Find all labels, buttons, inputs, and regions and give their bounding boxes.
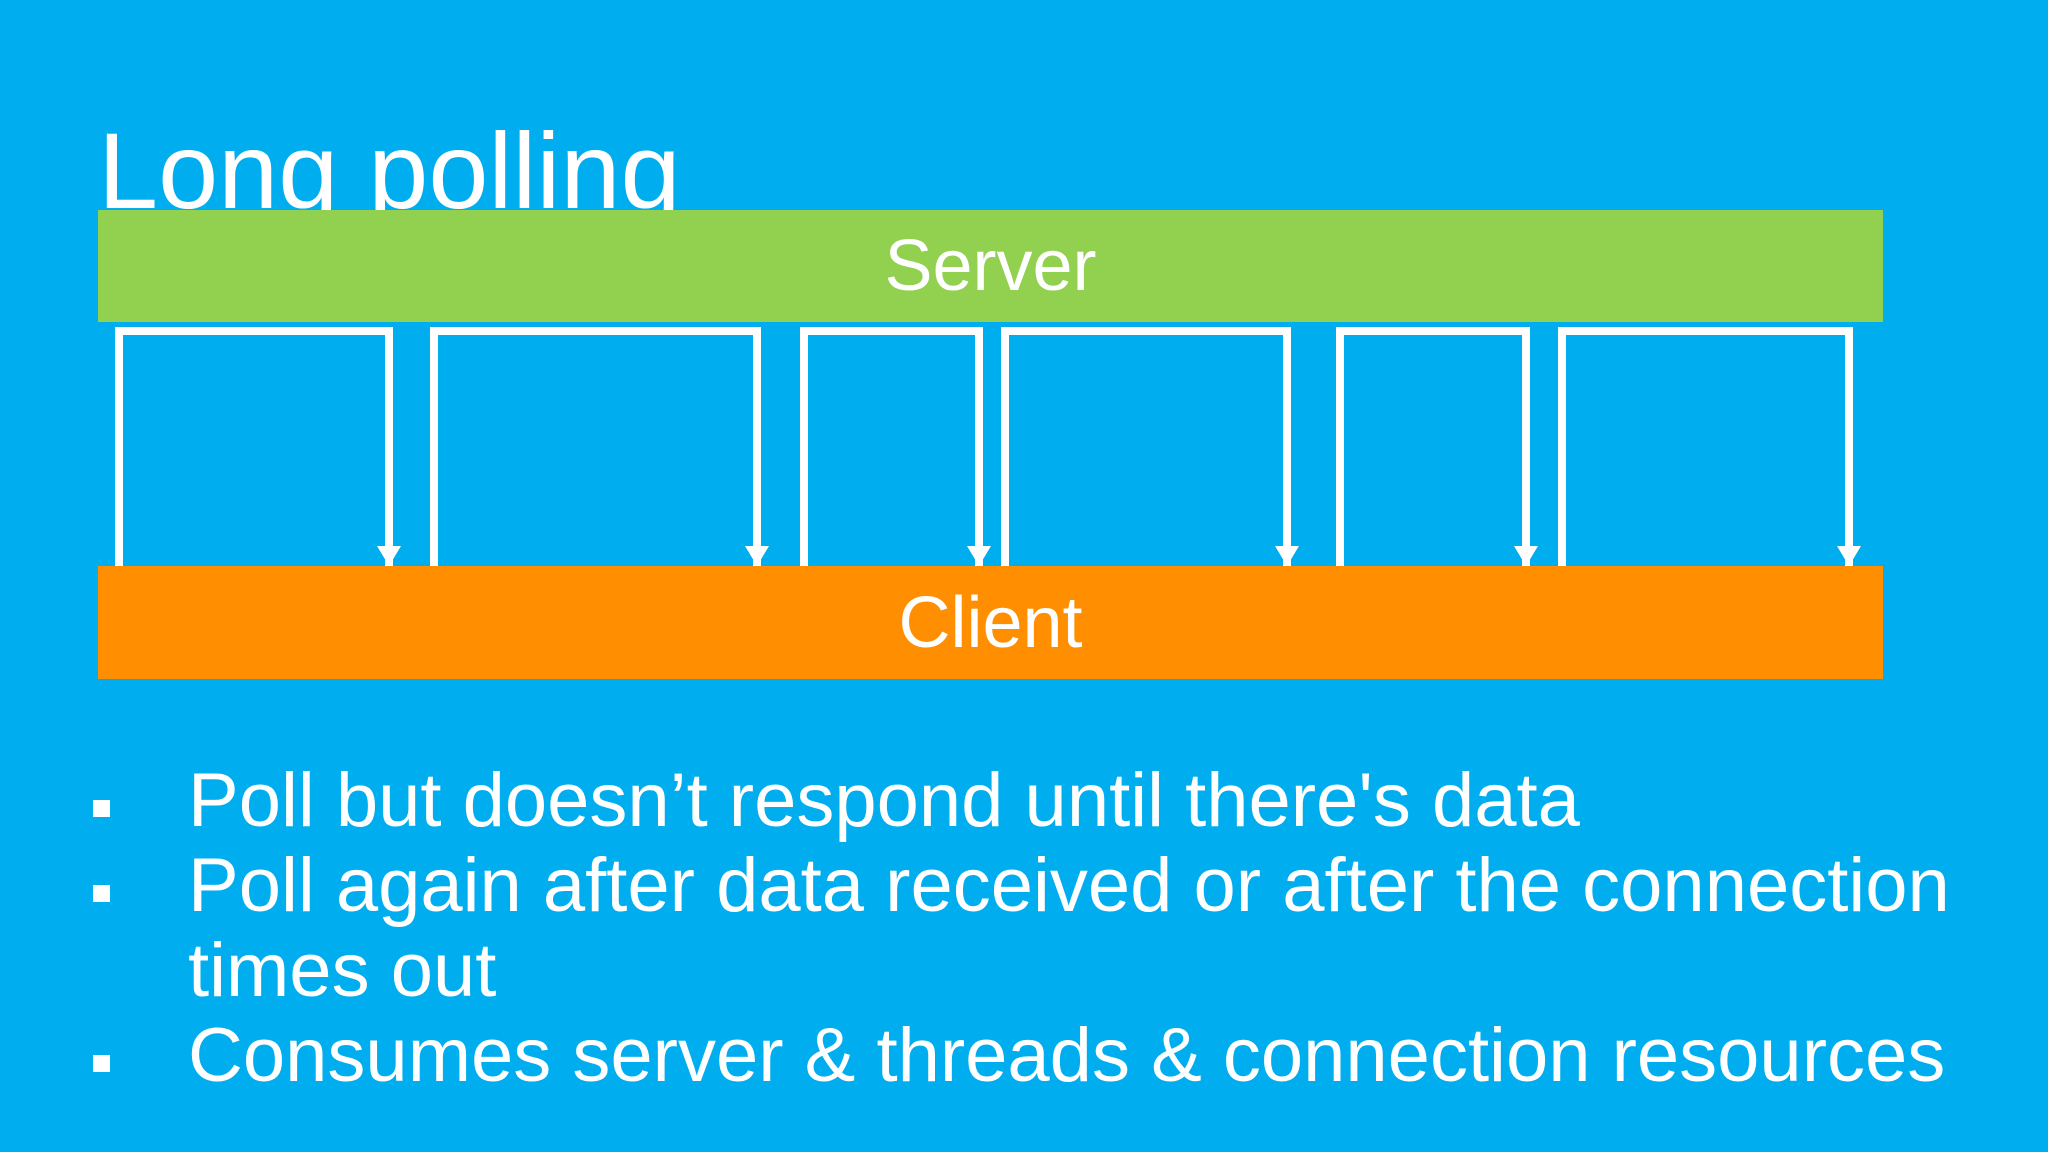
bullet-text: Consumes server & threads & connection r… [188, 1013, 1946, 1098]
client-bar-label: Client [898, 582, 1083, 663]
bullet-list: Poll but doesn’t respond until there's d… [93, 758, 1983, 1098]
bullet-text: Poll but doesn’t respond until there's d… [188, 758, 1580, 843]
server-bar: Server [98, 210, 1883, 322]
bullet-text: Poll again after data received or after … [188, 843, 1950, 928]
list-item: Poll but doesn’t respond until there's d… [93, 758, 1983, 843]
client-bar: Client [98, 566, 1883, 679]
poll-request-response-arrow [1336, 327, 1538, 566]
server-bar-label: Server [884, 226, 1097, 306]
poll-request-response-arrow [1001, 327, 1299, 566]
poll-request-response-arrow [800, 327, 991, 566]
bullet-text: times out [188, 928, 497, 1013]
list-item: Poll again after data received or after … [93, 843, 1983, 1013]
poll-request-response-arrow [430, 327, 769, 566]
poll-request-response-arrow [1558, 327, 1861, 566]
list-item: Consumes server & threads & connection r… [93, 1013, 1983, 1098]
poll-request-response-arrow [115, 327, 401, 566]
page-title: Long polling [98, 110, 681, 232]
